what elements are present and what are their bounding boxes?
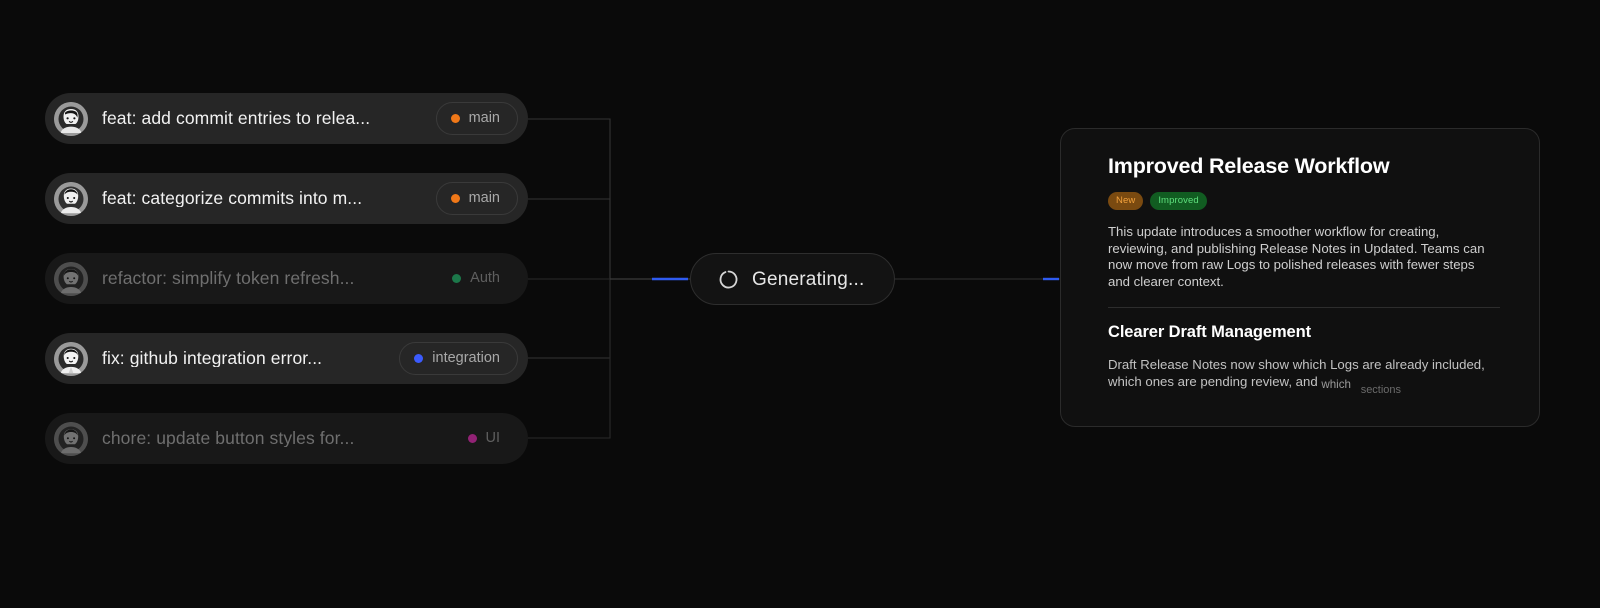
commit-message: feat: add commit entries to relea... (102, 109, 371, 128)
notes-title: Improved Release Workflow (1108, 154, 1390, 178)
branch-name: main (468, 110, 500, 127)
avatar-commit-3 (54, 261, 88, 296)
wire-commit-4 (528, 279, 611, 359)
branch-name: UI (485, 430, 501, 447)
notes-body2-static: Draft Release Notes now show which Logs … (1108, 357, 1485, 389)
branch-chip[interactable]: integration (399, 342, 518, 375)
streaming-word-1: which (1321, 377, 1352, 391)
branch-color-dot (450, 114, 460, 123)
branch-chip[interactable]: main (435, 182, 518, 215)
notes-body2-paragraph: Draft Release Notes now show which Logs … (1108, 357, 1500, 396)
release-notes-panel: Improved Release Workflow New Improved T… (1060, 128, 1540, 427)
status-badge-improved: Improved (1150, 191, 1207, 211)
branch-chip[interactable]: Auth (437, 262, 518, 295)
notes-subtitle: Clearer Draft Management (1108, 323, 1311, 342)
spinner-icon (718, 269, 739, 290)
badge-row: New Improved (1108, 191, 1509, 211)
commit-card-3[interactable]: refactor: simplify token refresh... Auth (45, 253, 528, 304)
wire-commit-5 (528, 279, 611, 439)
commit-message: fix: github integration error... (102, 349, 323, 368)
commit-card-4[interactable]: fix: github integration error... integra… (45, 333, 528, 384)
avatar-commit-2 (54, 181, 88, 216)
branch-color-dot (452, 274, 462, 283)
commit-card-1[interactable]: feat: add commit entries to relea... mai… (45, 93, 528, 144)
commit-message: feat: categorize commits into m... (102, 189, 363, 208)
branch-name: main (468, 190, 500, 207)
generating-label: Generating... (752, 268, 865, 290)
commit-message: chore: update button styles for... (102, 429, 355, 448)
branch-color-dot (467, 434, 477, 443)
branch-name: integration (432, 350, 500, 367)
avatar-commit-1 (54, 101, 88, 136)
commit-message: refactor: simplify token refresh... (102, 269, 355, 288)
branch-color-dot (414, 354, 424, 363)
branch-chip[interactable]: UI (453, 422, 519, 455)
avatar-commit-4 (54, 341, 88, 376)
status-badge-new: New (1108, 191, 1144, 211)
commit-list: feat: add commit entries to relea... mai… (45, 93, 528, 493)
streaming-word-2: sections (1360, 383, 1402, 396)
generating-node[interactable]: Generating... (690, 253, 895, 305)
wire-commit-1 (528, 118, 611, 279)
commit-card-5[interactable]: chore: update button styles for... UI (45, 413, 528, 464)
notes-body-paragraph: This update introduces a smoother workfl… (1108, 224, 1485, 289)
commit-card-2[interactable]: feat: categorize commits into m... main (45, 173, 528, 224)
branch-name: Auth (470, 270, 500, 287)
notes-divider (1108, 307, 1500, 309)
wire-commit-2 (528, 198, 611, 279)
avatar-commit-5 (54, 421, 88, 456)
branch-chip[interactable]: main (435, 102, 518, 135)
branch-color-dot (450, 194, 460, 203)
